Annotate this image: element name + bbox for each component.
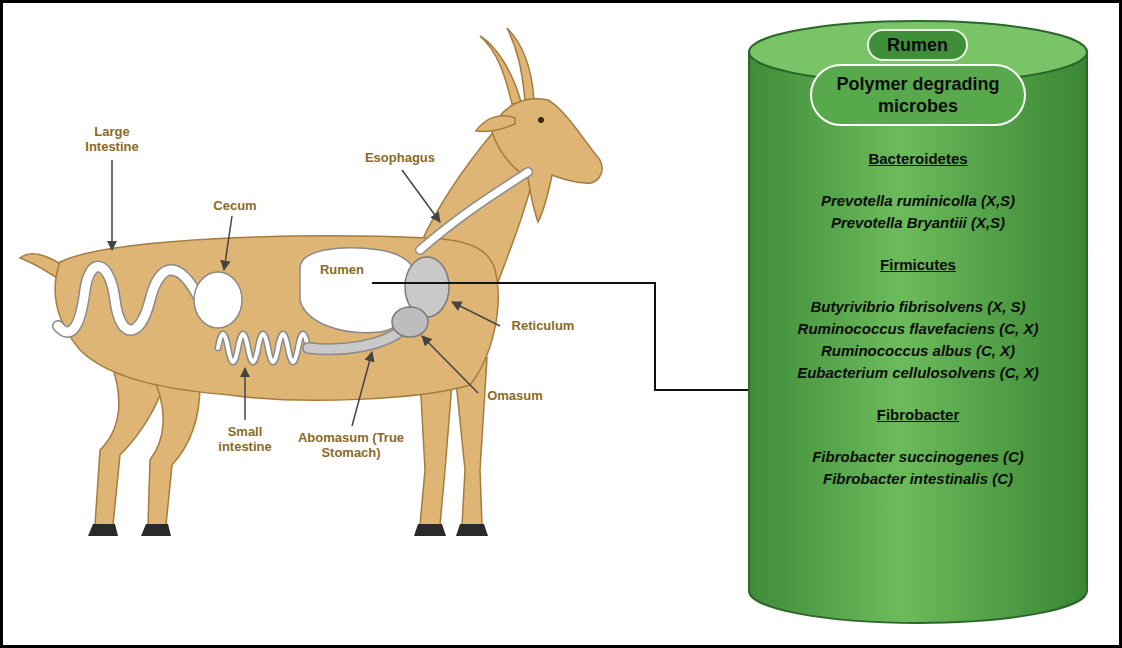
species-name: Fibrobacter intestinalis (C) <box>748 470 1088 488</box>
organ-label: Esophagus <box>350 150 450 165</box>
species-name: Ruminococcus albus (C, X) <box>748 342 1088 360</box>
phylum-heading: Bacteroidetes <box>748 150 1088 168</box>
header-pill: Rumen <box>867 29 968 61</box>
organ-label: Cecum <box>205 198 265 213</box>
species-name: Prevotella Bryantiii (X,S) <box>748 214 1088 232</box>
goat-body <box>20 28 602 400</box>
pill-text: Rumen <box>887 34 948 56</box>
species-name: Butyrivibrio fibrisolvens (X, S) <box>748 298 1088 316</box>
species-name: Eubacterium cellulosolvens (C, X) <box>748 364 1088 382</box>
organ-label: Small intestine <box>208 424 282 454</box>
label-arrows <box>112 160 500 426</box>
organ-label: Reticulum <box>503 318 583 333</box>
organ-label: Rumen <box>314 262 370 277</box>
species-name: Ruminococcus flavefaciens (C, X) <box>748 320 1088 338</box>
leader-line <box>372 283 748 390</box>
header-pill: Polymer degrading microbes <box>810 64 1026 126</box>
species-name: Fibrobacter succinogenes (C) <box>748 448 1088 466</box>
species-name: Prevotella ruminicolla (X,S) <box>748 192 1088 210</box>
digestive-tract <box>58 172 528 362</box>
rumen-cylinder: BacteroidetesPrevotella ruminicolla (X,S… <box>748 20 1088 624</box>
goat-hooves <box>88 524 488 536</box>
organ-label: Omasum <box>480 388 550 403</box>
phylum-heading: Firmicutes <box>748 256 1088 274</box>
goat-eye <box>538 117 544 123</box>
pill-text: Polymer degrading microbes <box>822 73 1014 117</box>
organ-label: Abomasum (True Stomach) <box>292 430 410 460</box>
phylum-heading: Fibrobacter <box>748 406 1088 424</box>
organ-label: Large Intestine <box>72 124 152 154</box>
